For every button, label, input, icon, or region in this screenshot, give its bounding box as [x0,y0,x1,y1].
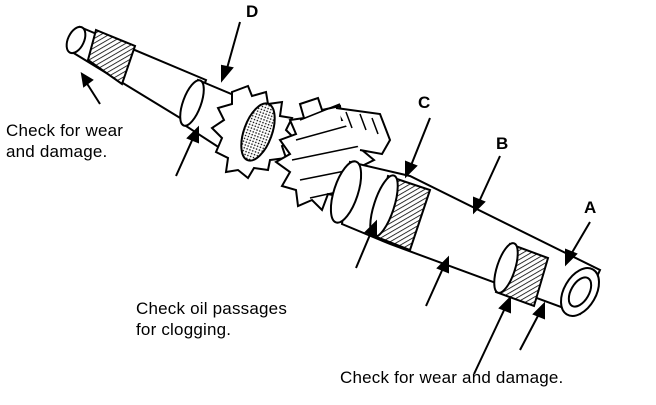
shaft-main [329,160,602,316]
label-a: A [584,198,597,217]
leader-arrows [80,21,591,375]
bearing-c [369,174,432,252]
note-oil-line1: Check oil passages [136,299,288,318]
note-wear-bottom: Check for wear and damage. [340,368,564,387]
note-oil-line2: for clogging. [136,320,232,339]
gear-small [210,84,296,180]
note-oil-passages: Check oil passages for clogging. [136,298,287,340]
shaft-right-end [560,267,600,317]
note-wear-left: Check for wear and damage. [6,120,123,162]
label-c: C [418,93,431,112]
label-d: D [246,2,259,21]
shaft-left-end [65,25,208,126]
label-b: B [496,134,509,153]
note-wear-left-line1: Check for wear [6,121,124,140]
bearing-a [493,242,550,308]
note-wear-left-line2: and damage. [6,142,108,161]
